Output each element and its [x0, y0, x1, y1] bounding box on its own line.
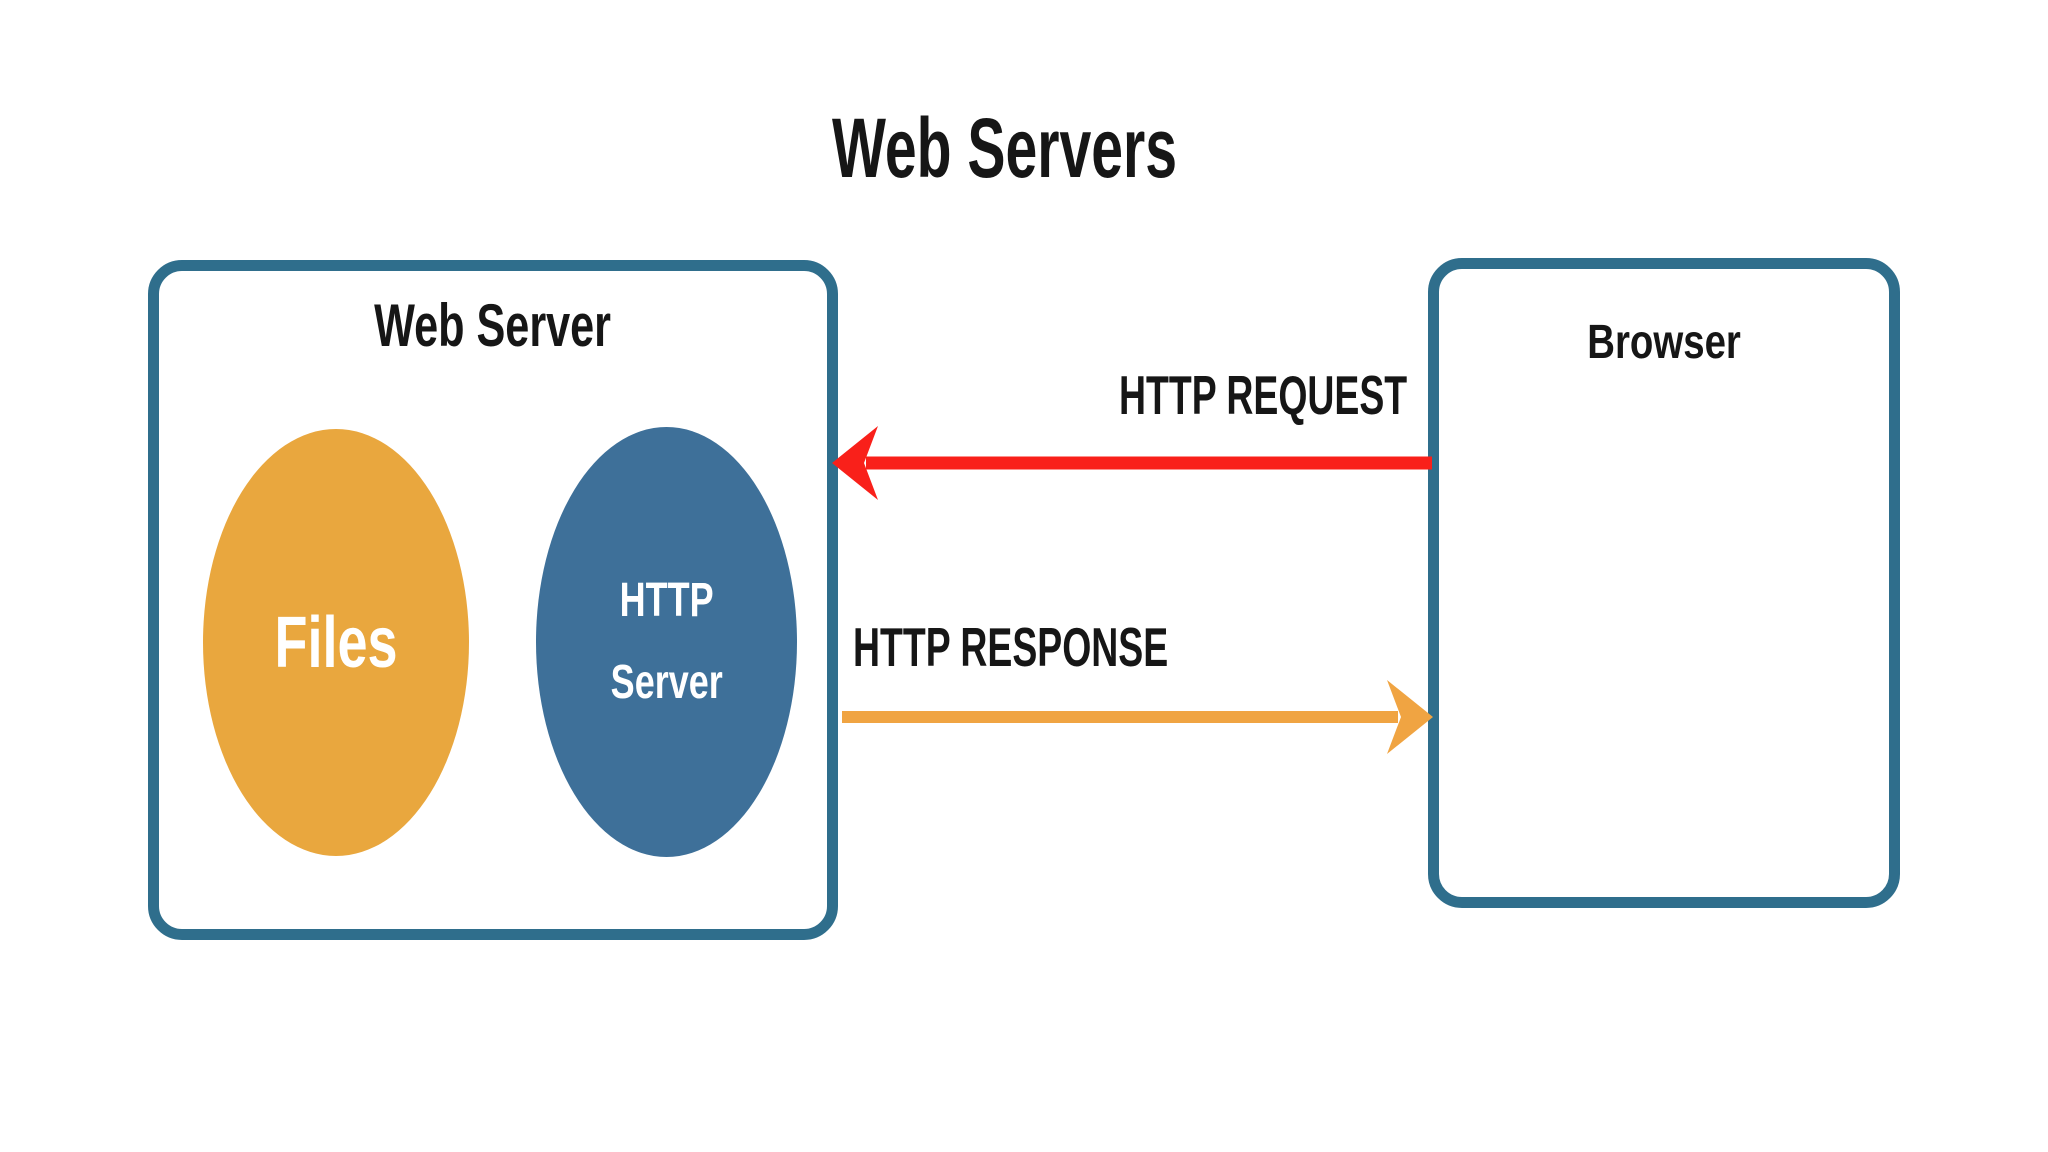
- http-server-label-line1: HTTP: [619, 574, 714, 628]
- http-response-arrow: [842, 680, 1433, 754]
- http-response-label: HTTP RESPONSE: [853, 620, 1317, 675]
- http-server-ellipse: HTTP Server: [536, 427, 797, 857]
- files-ellipse: Files: [203, 429, 469, 856]
- diagram-title-text: Web Servers: [832, 101, 1178, 195]
- left-arrowhead-icon: [832, 426, 878, 500]
- files-label: Files: [274, 602, 398, 683]
- browser-label: Browser: [1439, 269, 1889, 370]
- web-server-label: Web Server: [159, 271, 827, 359]
- http-request-label-text: HTTP REQUEST: [1119, 364, 1408, 426]
- browser-label-text: Browser: [1587, 316, 1741, 369]
- right-arrowhead-icon: [1387, 680, 1433, 754]
- browser-box: Browser: [1428, 258, 1900, 908]
- http-request-label: HTTP REQUEST: [1119, 368, 1543, 423]
- http-response-label-text: HTTP RESPONSE: [853, 616, 1169, 678]
- web-server-box: Web Server Files HTTP Server: [148, 260, 838, 940]
- http-request-arrow: [832, 426, 1432, 500]
- web-server-label-text: Web Server: [374, 292, 612, 359]
- diagram-title: Web Servers: [832, 106, 1339, 190]
- http-server-label-line2: Server: [610, 656, 723, 709]
